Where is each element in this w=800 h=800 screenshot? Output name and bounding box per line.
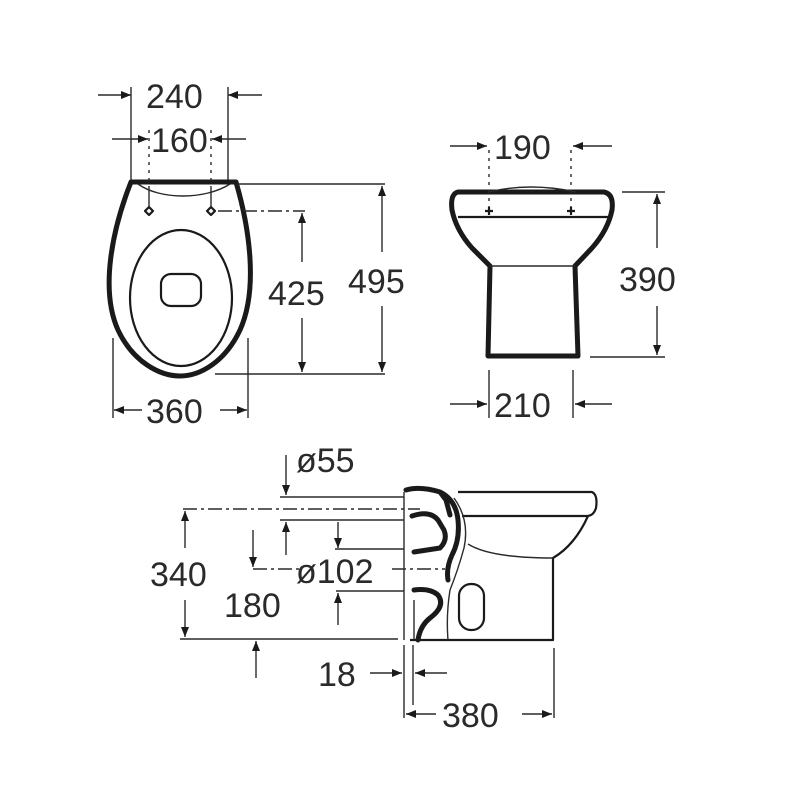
top-view-rear-arc [137, 183, 231, 197]
side-view-cleanout [457, 582, 486, 632]
dim-side-inlet-diameter: ø55 [296, 442, 355, 480]
side-view-trap[interactable] [403, 485, 461, 643]
dim-top-425: 425 [268, 275, 325, 313]
top-view-bowl-outline [106, 179, 253, 379]
dim-front-210: 210 [494, 387, 551, 425]
dim-top-495: 495 [348, 263, 405, 301]
dim-front-390: 390 [619, 261, 676, 299]
top-view-seat-opening [128, 228, 234, 368]
top-view-fixing-hole-left [143, 205, 155, 217]
dim-side-380: 380 [442, 697, 499, 735]
dim-side-18: 18 [318, 656, 356, 694]
top-view: 240 160 360 425 495 [98, 78, 405, 431]
dim-front-190: 190 [494, 129, 551, 167]
side-view: ø55 ø102 340 180 18 380 [150, 442, 598, 735]
top-view-fixing-hole-right [205, 205, 217, 217]
dim-side-outlet-diameter: ø102 [296, 553, 374, 591]
front-view-outline [449, 189, 615, 359]
dim-top-160: 160 [151, 122, 208, 160]
front-view: 190 390 210 [449, 129, 676, 425]
dim-top-360: 360 [146, 393, 203, 431]
top-view-recess [159, 272, 203, 308]
dim-side-340: 340 [150, 556, 207, 594]
side-view-bowl [410, 490, 598, 642]
dim-side-180: 180 [224, 587, 281, 625]
dim-top-240: 240 [146, 78, 203, 116]
